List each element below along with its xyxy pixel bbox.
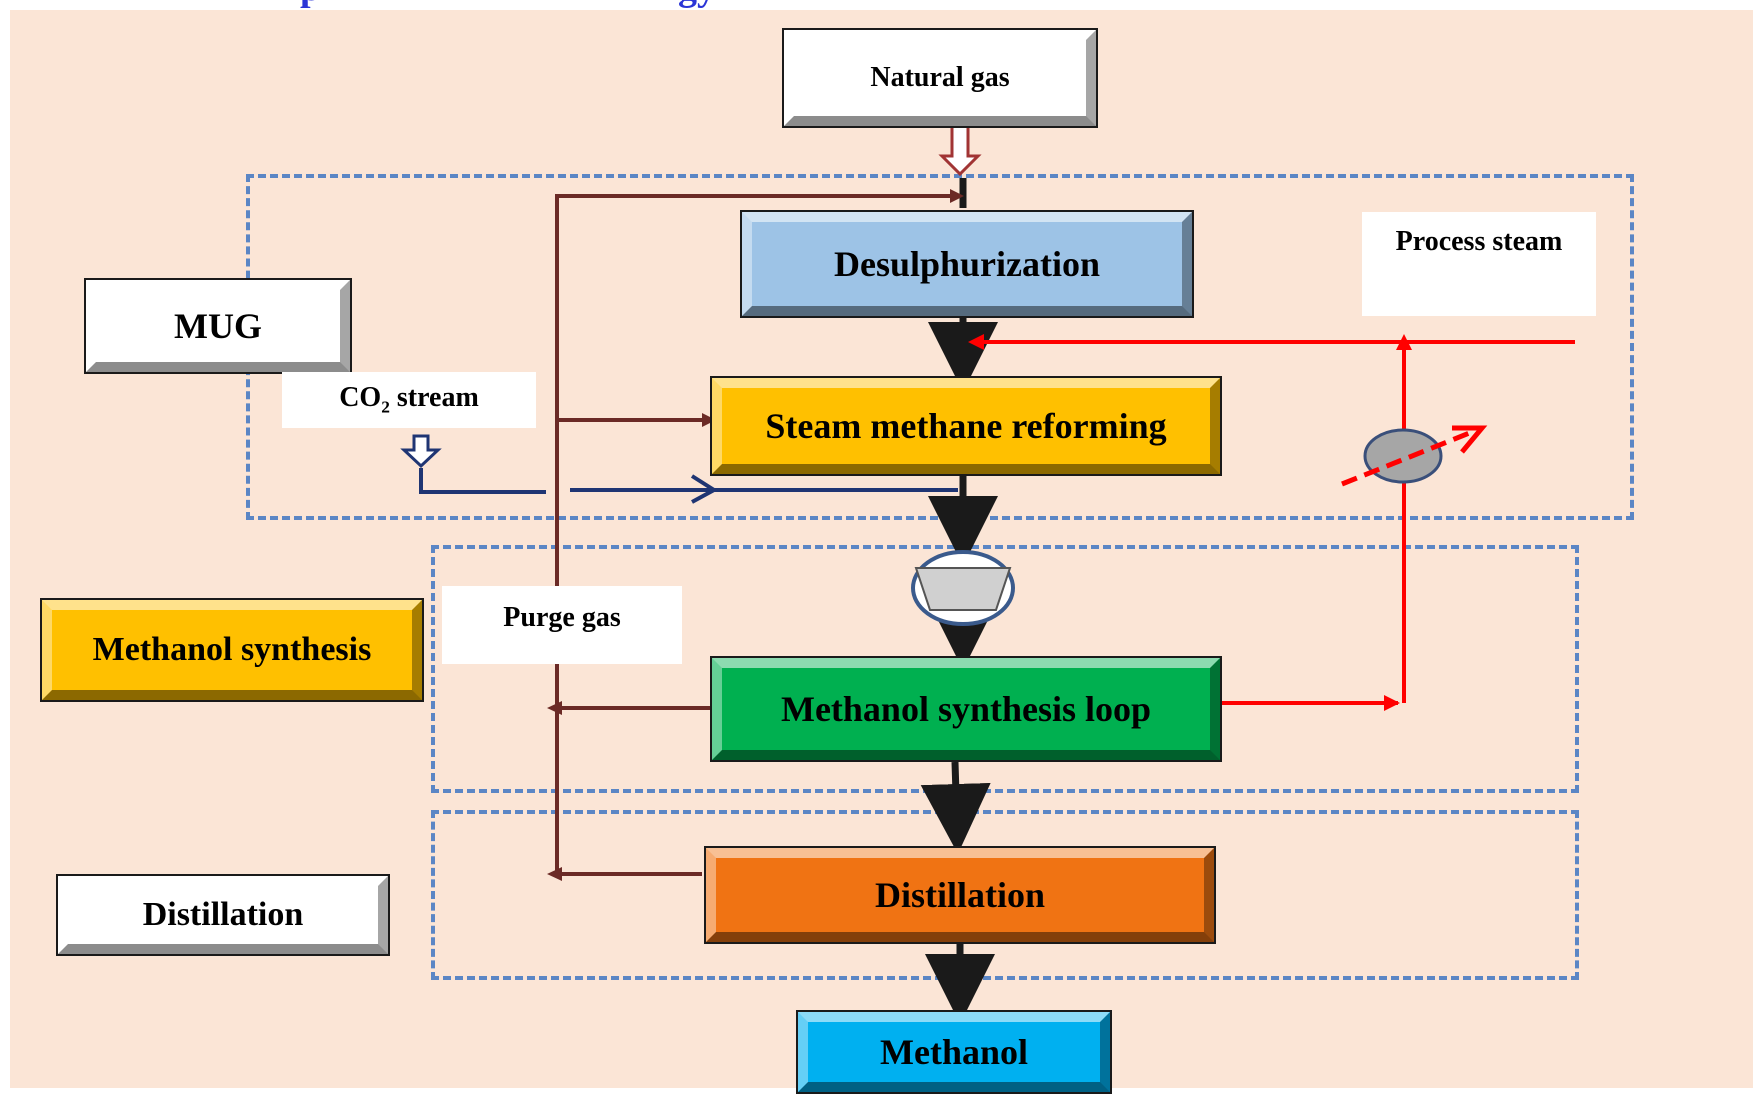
steam-arrow-smr [968,334,984,350]
distillation-region [431,810,1579,980]
methanol-synthesis-loop-node: Methanol synthesis loop [710,656,1222,762]
desulphurization-node: Desulphurization [740,210,1194,318]
co2-hollow-arrow [400,434,442,469]
co2-stream-line [419,468,958,504]
natural-gas-hollow-arrow [938,124,982,177]
heat-exchanger-icon [1363,428,1443,484]
natural-gas-node: Natural gas [782,28,1098,128]
purge-arrow-smr [702,413,716,427]
co2-stream-label: CO2 stream [282,372,536,428]
purge-gas-label: Purge gas [442,586,682,664]
process-steam-label: Process steam [1362,212,1596,316]
legend-mug: MUG [84,278,352,374]
flow-loop-to-distillation [920,761,991,854]
process-steam-line [976,340,1575,705]
purge-arrow-distillation [547,867,562,881]
distillation-node: Distillation [704,846,1216,944]
legend-distillation: Distillation [56,874,390,956]
compressor-body [914,567,1012,611]
heat-exchanger-arrowhead [1452,425,1488,454]
methanol-node: Methanol [796,1010,1112,1094]
legend-methanol-synthesis: Methanol synthesis [40,598,424,702]
purge-arrow-loop [547,701,562,715]
title-fragment-right: gy [678,0,716,10]
steam-arrow-loop [1384,695,1400,711]
steam-arrow-smr-up [1396,334,1412,350]
steam-methane-reforming-node: Steam methane reforming [710,376,1222,476]
methanol-synthesis-region [431,545,1579,793]
purge-arrow-desulph [950,189,964,203]
title-fragment-left: p [300,0,321,10]
